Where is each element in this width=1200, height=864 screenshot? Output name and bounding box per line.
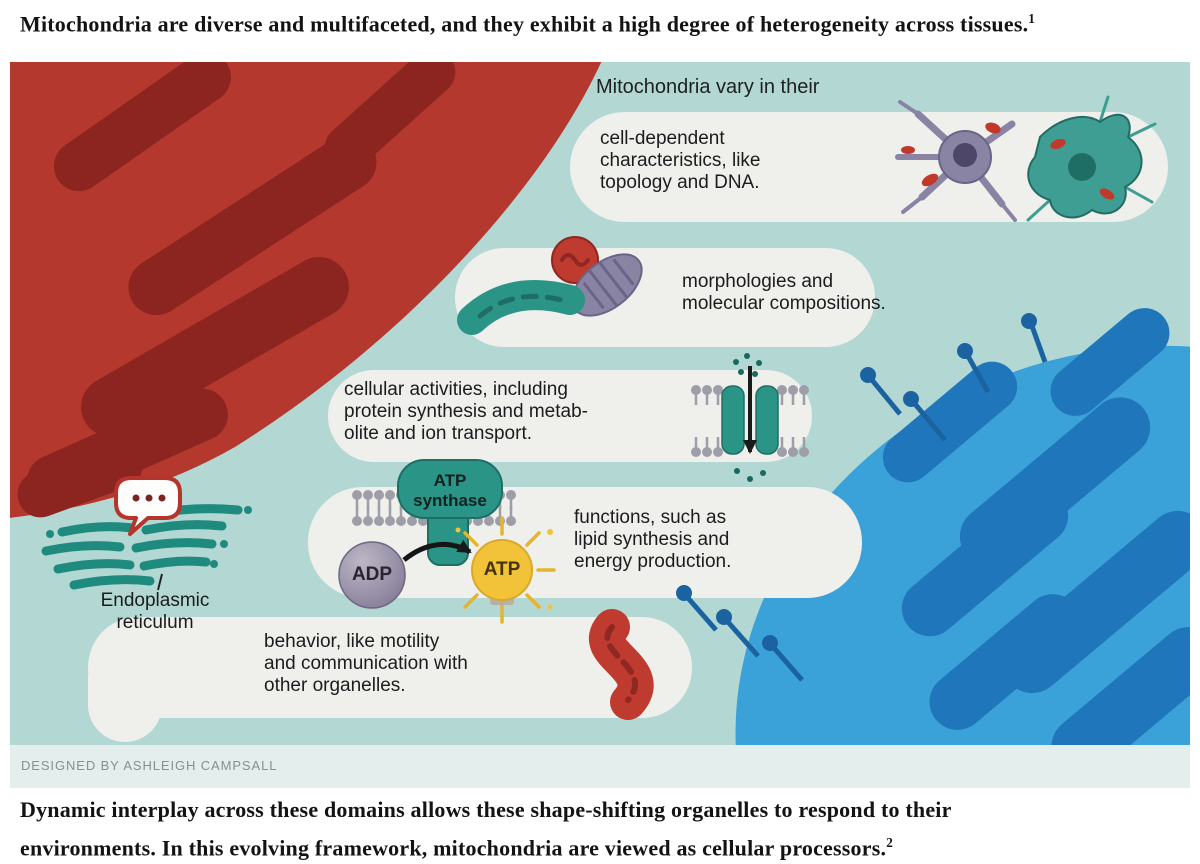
closing-text: Dynamic interplay across these domains a… [20, 793, 952, 864]
info-item-cell-dependent: cell-dependent characteristics, like top… [600, 128, 761, 193]
er-label-pointer [157, 573, 163, 591]
white-band-3 [328, 370, 812, 462]
adp-label: ADP [351, 564, 393, 585]
atp-synthase-label: ATP synthase [413, 471, 487, 510]
infographic-header: Mitochondria vary in their [596, 76, 820, 98]
neuron-cell-illustration [895, 100, 1017, 222]
white-band-1 [570, 112, 1168, 222]
membrane-channel-illustration [689, 353, 811, 482]
red-mitochondrion [10, 62, 602, 518]
white-band-5 [88, 617, 692, 718]
glial-cell-illustration [1026, 95, 1157, 222]
mitochondria-shapes-illustration [457, 236, 643, 335]
blue-mitochondrion [735, 308, 1190, 745]
intro-text: Mitochondria are diverse and multifacete… [20, 11, 1035, 37]
designer-credit: DESIGNED BY ASHLEIGH CAMPSALL [21, 758, 278, 773]
info-item-functions: functions, such as lipid synthesis and e… [574, 507, 732, 572]
atp-bulb [455, 516, 556, 624]
white-band-connector [88, 642, 162, 742]
lollipop-proteins-top [860, 313, 1048, 442]
endoplasmic-reticulum-label: Endoplasmic reticulum [100, 590, 210, 633]
adp-sphere [338, 541, 406, 609]
lollipop-proteins-bottom [676, 585, 804, 682]
atp-label: ATP [483, 559, 521, 580]
illustration-layer [10, 62, 1190, 745]
adp-to-atp-arrow [402, 539, 472, 562]
closing-sentence: Dynamic interplay across these domains a… [20, 797, 952, 861]
intro-reference-number: 1 [1028, 11, 1036, 26]
intro-sentence: Mitochondria are diverse and multifacete… [20, 11, 1029, 37]
credit-strip [10, 745, 1190, 788]
motile-mitochondrion-illustration [589, 609, 654, 720]
closing-reference-number: 2 [886, 835, 893, 850]
speech-bubble-icon [114, 476, 182, 536]
info-item-cellular-activities: cellular activities, including protein s… [344, 379, 588, 444]
infographic-panel: Mitochondria vary in their cell-dependen… [10, 62, 1190, 745]
info-item-behavior: behavior, like motility and communicatio… [264, 631, 468, 696]
info-item-morphologies: morphologies and molecular compositions. [682, 271, 886, 314]
